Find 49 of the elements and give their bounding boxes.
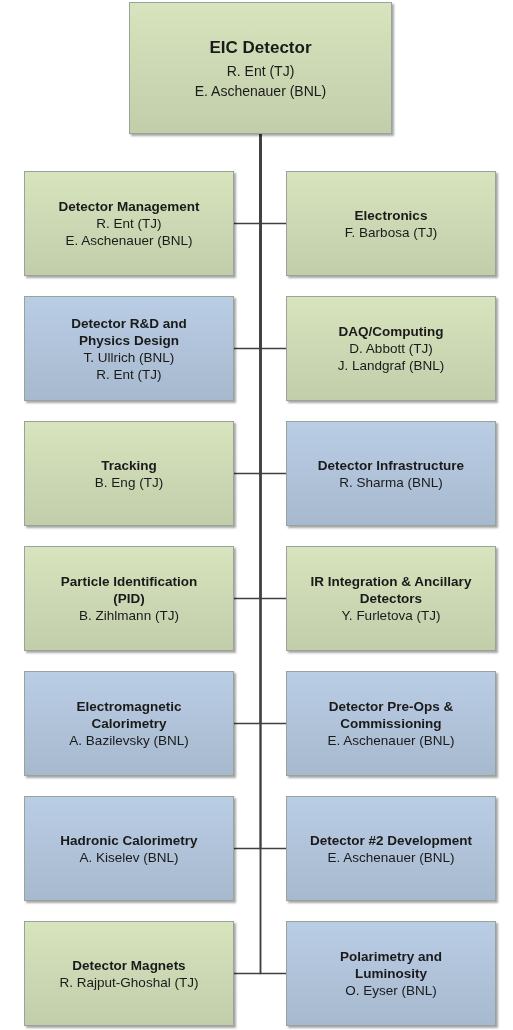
unit-title: Particle Identification (PID) <box>59 573 199 607</box>
org-unit-box <box>286 671 496 776</box>
org-unit-box <box>286 796 496 901</box>
unit-title: DAQ/Computing <box>338 323 444 340</box>
person-name: R. Ent (TJ) <box>226 62 295 81</box>
person-name: J. Landgraf (BNL) <box>337 357 445 374</box>
unit-title: Detector R&D and Physics Design <box>70 314 188 349</box>
person-name: T. Ullrich (BNL) <box>83 348 175 366</box>
person-name: O. Eyser (BNL) <box>345 982 437 999</box>
org-unit-box <box>24 171 234 276</box>
org-unit-box <box>24 546 234 651</box>
unit-title: Tracking <box>101 456 157 474</box>
org-unit-box <box>129 2 392 134</box>
unit-title: Detector Magnets <box>72 956 186 974</box>
org-unit-box <box>24 296 234 401</box>
person-name: R. Ent (TJ) <box>96 215 162 232</box>
org-unit-box <box>24 796 234 901</box>
person-name: R. Ent (TJ) <box>96 365 162 383</box>
person-name: B. Zihlmann (TJ) <box>79 607 179 624</box>
org-unit-box <box>286 171 496 276</box>
person-name: A. Bazilevsky (BNL) <box>69 732 189 749</box>
org-unit-box <box>286 921 496 1026</box>
unit-title: Detector Infrastructure <box>317 456 465 474</box>
person-name: R. Rajput-Ghoshal (TJ) <box>59 973 199 991</box>
person-name: E. Aschenauer (BNL) <box>65 232 193 249</box>
person-name: Y. Furletova (TJ) <box>341 607 441 624</box>
unit-title: Detector Pre-Ops & Commissioning <box>327 698 455 732</box>
org-unit-box <box>24 671 234 776</box>
unit-title: Electronics <box>354 206 428 224</box>
person-name: E. Aschenauer (BNL) <box>327 848 455 866</box>
person-name: E. Aschenauer (BNL) <box>327 732 455 749</box>
org-unit-box <box>24 421 234 526</box>
person-name: D. Abbott (TJ) <box>349 340 433 357</box>
person-name: R. Sharma (BNL) <box>339 473 443 491</box>
unit-title: Detector Management <box>58 198 200 215</box>
org-unit-box <box>286 546 496 651</box>
org-unit-box <box>286 421 496 526</box>
unit-title: EIC Detector <box>209 37 312 59</box>
unit-title: Hadronic Calorimetry <box>60 831 198 849</box>
unit-title: IR Integration & Ancillary Detectors <box>309 573 473 607</box>
org-unit-box <box>24 921 234 1026</box>
person-name: B. Eng (TJ) <box>94 473 164 491</box>
org-unit-box <box>286 296 496 401</box>
person-name: A. Kiselev (BNL) <box>79 848 179 866</box>
person-name: E. Aschenauer (BNL) <box>194 82 327 101</box>
unit-title: Polarimetry and Luminosity <box>338 948 443 982</box>
unit-title: Electromagnetic Calorimetry <box>75 698 183 732</box>
person-name: F. Barbosa (TJ) <box>344 223 438 241</box>
unit-title: Detector #2 Development <box>309 831 473 849</box>
